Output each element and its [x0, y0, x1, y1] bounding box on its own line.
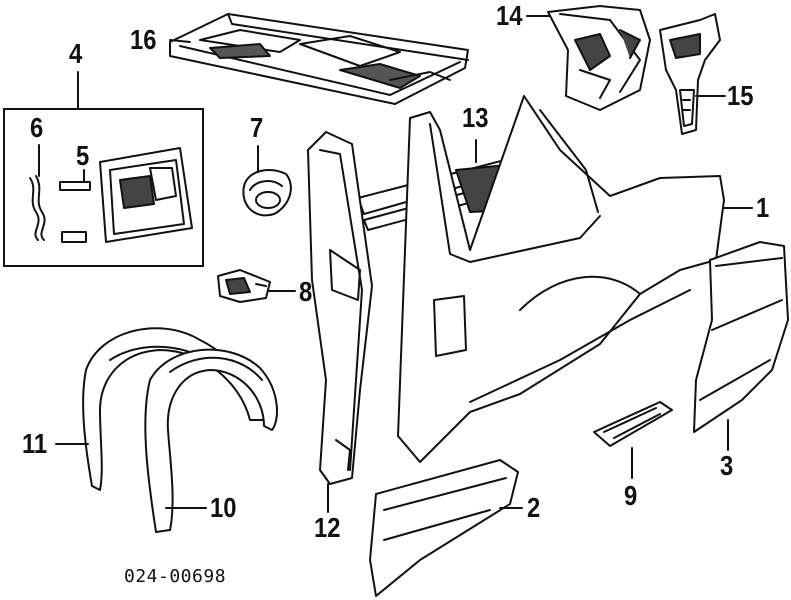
- callout-7: 7: [250, 112, 264, 143]
- callout-15: 15: [727, 80, 754, 111]
- callout-16: 16: [130, 24, 157, 55]
- callout-11: 11: [22, 428, 48, 459]
- leader-16: [169, 39, 191, 43]
- part-2-rocker: [369, 459, 519, 597]
- callout-12: 12: [314, 512, 341, 543]
- part-7-cover: [242, 169, 292, 217]
- part-12-pillar: [307, 131, 373, 485]
- callout-14: 14: [496, 0, 523, 31]
- callout-10: 10: [210, 492, 237, 523]
- callout-4: 4: [69, 38, 83, 69]
- callout-5: 5: [76, 140, 90, 171]
- part-11-wheelhouse-liner: [82, 327, 265, 491]
- callout-1: 1: [756, 192, 770, 223]
- part-10-wheelhouse: [144, 348, 278, 533]
- part-9-trim: [593, 401, 673, 447]
- part-4-inset-parts: [29, 147, 193, 243]
- callout-8: 8: [299, 276, 313, 307]
- callout-9: 9: [624, 480, 638, 511]
- part-15-reinforcement: [659, 13, 721, 135]
- part-8-bracket: [217, 269, 271, 303]
- callout-6: 6: [30, 112, 44, 143]
- part-14-bracket: [547, 5, 651, 111]
- inset-box-part-4: [3, 108, 204, 267]
- part-1-quarter-panel: [397, 95, 725, 463]
- callout-2: 2: [527, 492, 541, 523]
- callout-13: 13: [462, 102, 489, 133]
- part-16-rear-shelf: [169, 13, 469, 105]
- diagram-code: 024-00698: [124, 566, 227, 587]
- callout-3: 3: [720, 450, 734, 481]
- part-3-extension: [693, 241, 789, 433]
